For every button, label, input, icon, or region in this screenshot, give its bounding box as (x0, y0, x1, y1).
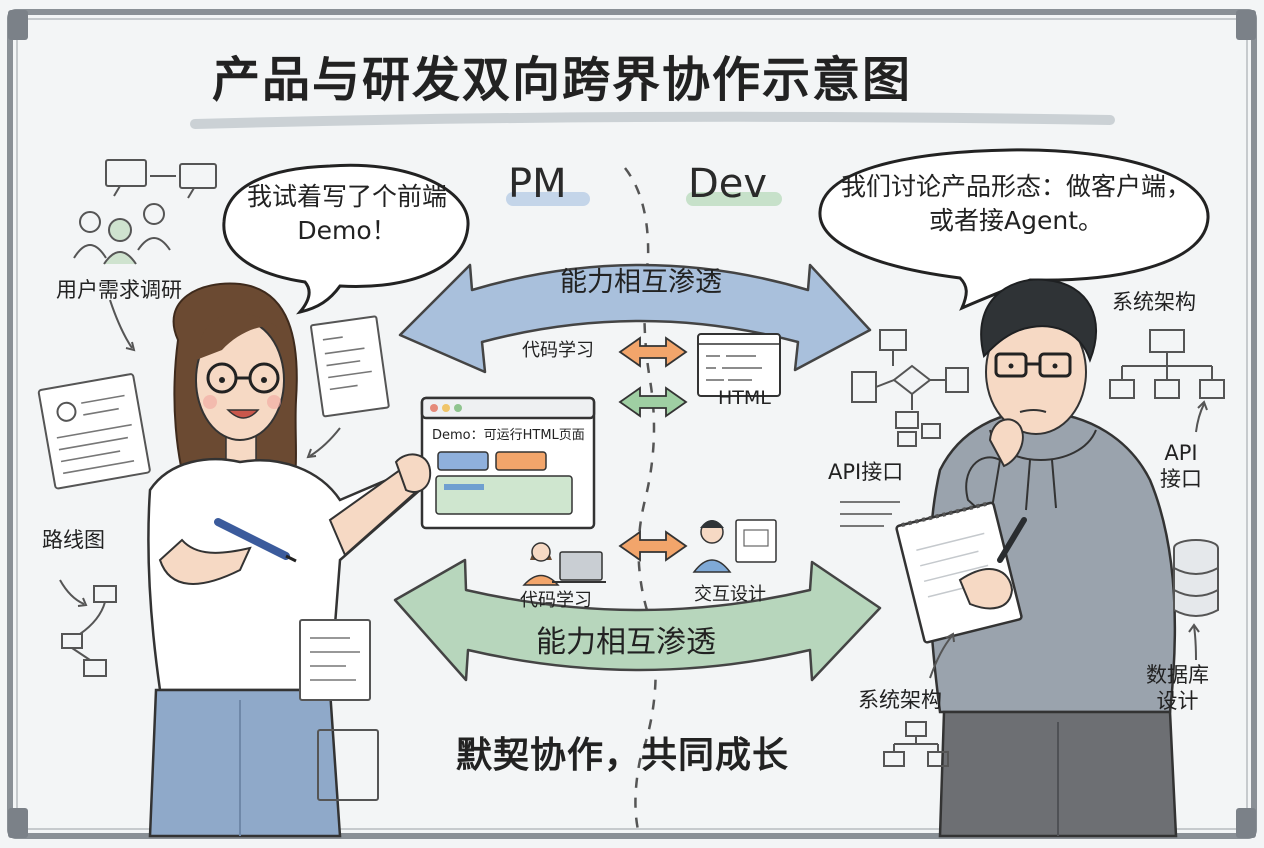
demo-window (420, 396, 596, 530)
top-double-arrow (398, 263, 872, 374)
demo-window-title: Demo：可运行HTML页面 (432, 428, 585, 443)
roadmap-doodle (59, 579, 379, 801)
bottom-arrow-label: 能力相互渗透 (536, 625, 716, 660)
user-research-label: 用户需求调研 (56, 278, 182, 302)
green-arrow-middle (618, 386, 688, 418)
orange-arrow-top (618, 336, 688, 368)
pm-speech-bubble (222, 163, 470, 315)
dev-highlight (686, 192, 782, 206)
api-interface-label-right: API 接口 (1160, 441, 1202, 492)
bottom-double-arrow (393, 558, 882, 682)
footer-slogan: 默契协作，共同成长 (456, 735, 790, 776)
pm-role-label: PM (508, 161, 567, 207)
code-learning-label-top: 代码学习 (522, 340, 594, 361)
center-divider (624, 167, 657, 831)
dev-with-screen-icon (692, 519, 777, 573)
dev-speech-text: 我们讨论产品形态：做客户端，或者接Agent。 (840, 172, 1191, 235)
pm-highlight (506, 192, 590, 206)
user-research-doodle (73, 159, 217, 352)
top-arrow-label: 能力相互渗透 (560, 267, 722, 298)
profile-document-doodle (37, 373, 151, 490)
code-sheet-doodle (306, 315, 390, 459)
interaction-design-label: 交互设计 (694, 584, 766, 605)
roadmap-label: 路线图 (42, 528, 105, 552)
pm-speech-text: 我试着写了个前端Demo！ (246, 182, 447, 245)
dev-speech-bubble (818, 148, 1210, 311)
diagram-title: 产品与研发双向跨界协作示意图 (212, 52, 913, 108)
dev-character (895, 278, 1178, 838)
pm-with-laptop-icon (522, 542, 606, 586)
flowchart-doodle (851, 329, 969, 447)
system-architecture-label-bottom: 系统架构 (858, 688, 942, 712)
title-underline (190, 111, 1115, 129)
system-architecture-doodle (1109, 329, 1225, 433)
dev-role-label: Dev (688, 161, 768, 207)
orange-arrow-bottom (618, 530, 688, 562)
html-label: HTML (718, 387, 771, 409)
database-design-label: 数据库 设计 (1146, 663, 1209, 714)
tree-diagram-doodle (883, 632, 955, 767)
api-lines-doodle (840, 501, 900, 527)
code-learning-label-bottom: 代码学习 (520, 590, 592, 611)
html-code-window-icon (697, 333, 781, 397)
pm-character (147, 282, 432, 838)
api-interface-label-left: API接口 (828, 460, 904, 484)
whiteboard-frame (7, 9, 1257, 839)
database-icon (1173, 539, 1219, 661)
system-architecture-label-top: 系统架构 (1112, 290, 1196, 314)
